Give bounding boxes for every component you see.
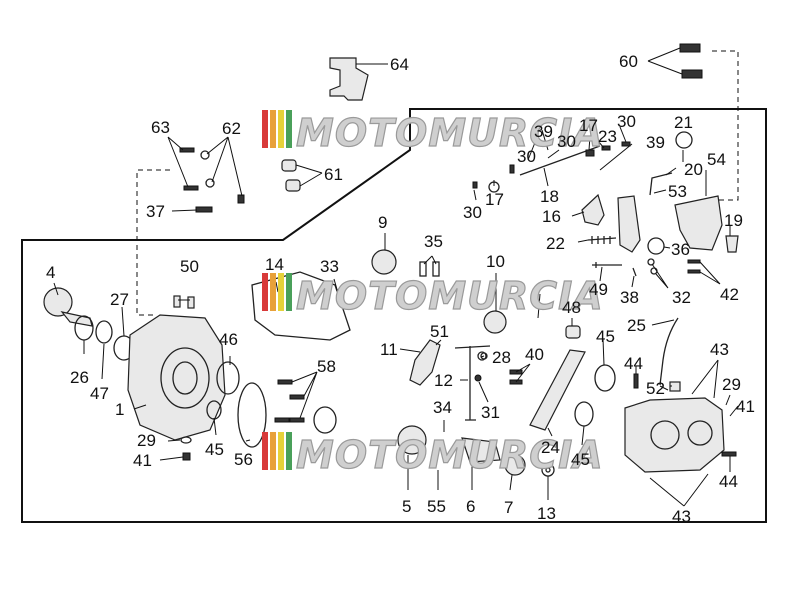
callout-53: 53 bbox=[668, 182, 687, 201]
callout-52: 52 bbox=[646, 379, 665, 398]
callout-62: 62 bbox=[222, 119, 241, 138]
watermark-2: MOTOMURCIA bbox=[262, 273, 604, 319]
callout-45: 45 bbox=[571, 450, 590, 469]
callout-5: 5 bbox=[402, 497, 411, 516]
callout-30: 30 bbox=[617, 112, 636, 131]
callout-29: 29 bbox=[137, 431, 156, 450]
callout-40: 40 bbox=[525, 345, 544, 364]
callout-18: 18 bbox=[540, 187, 559, 206]
callout-12: 12 bbox=[434, 371, 453, 390]
callout-35: 35 bbox=[424, 232, 443, 251]
callout-labels: 64 60 63 62 37 61 4 50 27 26 47 1 46 29 … bbox=[46, 52, 755, 526]
watermark-text-3: MOTOMURCIA bbox=[296, 433, 604, 477]
callout-20: 20 bbox=[684, 160, 703, 179]
callout-30: 30 bbox=[557, 132, 576, 151]
callout-43: 43 bbox=[710, 340, 729, 359]
callout-45: 45 bbox=[596, 327, 615, 346]
assembly-frame bbox=[21, 108, 767, 523]
callout-30: 30 bbox=[517, 147, 536, 166]
callout-48: 48 bbox=[562, 298, 581, 317]
callout-46: 46 bbox=[219, 330, 238, 349]
callout-45: 45 bbox=[205, 440, 224, 459]
leader-lines bbox=[53, 47, 739, 507]
callout-19: 19 bbox=[724, 211, 743, 230]
callout-28: 28 bbox=[492, 348, 511, 367]
watermark-1: MOTOMURCIA bbox=[262, 110, 604, 156]
guide-line-60 bbox=[712, 50, 739, 201]
callout-50: 50 bbox=[180, 257, 199, 276]
callout-4: 4 bbox=[46, 263, 55, 282]
callout-9: 9 bbox=[378, 213, 387, 232]
callout-47: 47 bbox=[90, 384, 109, 403]
callout-56: 56 bbox=[234, 450, 253, 469]
callout-61: 61 bbox=[324, 165, 343, 184]
callout-54: 54 bbox=[707, 150, 726, 169]
callout-37: 37 bbox=[146, 202, 165, 221]
guide-line-63 bbox=[136, 169, 170, 316]
callout-41: 41 bbox=[133, 451, 152, 470]
callout-25: 25 bbox=[627, 316, 646, 335]
callout-55: 55 bbox=[427, 497, 446, 516]
callout-58: 58 bbox=[317, 357, 336, 376]
callout-36: 36 bbox=[671, 240, 690, 259]
callout-64: 64 bbox=[390, 55, 409, 74]
callout-30: 30 bbox=[463, 203, 482, 222]
callout-11: 11 bbox=[380, 340, 398, 359]
callout-16: 16 bbox=[542, 207, 561, 226]
callout-49: 49 bbox=[589, 280, 608, 299]
callout-44: 44 bbox=[624, 354, 643, 373]
callout-43: 43 bbox=[672, 507, 691, 526]
callout-34: 34 bbox=[433, 398, 452, 417]
part-shapes bbox=[43, 43, 739, 477]
callout-21: 21 bbox=[674, 113, 693, 132]
watermark-text-1: MOTOMURCIA bbox=[296, 111, 604, 155]
callout-22: 22 bbox=[546, 234, 565, 253]
callout-24: 24 bbox=[541, 438, 560, 457]
callout-39: 39 bbox=[646, 133, 665, 152]
callout-39: 39 bbox=[534, 122, 553, 141]
callout-32: 32 bbox=[672, 288, 691, 307]
callout-41: 41 bbox=[736, 397, 755, 416]
callout-44: 44 bbox=[719, 472, 738, 491]
callout-27: 27 bbox=[110, 290, 129, 309]
watermark-3: MOTOMURCIA bbox=[262, 432, 604, 478]
callout-6: 6 bbox=[466, 497, 475, 516]
callout-51: 51 bbox=[430, 322, 449, 341]
callout-1: 1 bbox=[115, 400, 124, 419]
callout-23: 23 bbox=[598, 127, 617, 146]
callout-31: 31 bbox=[481, 403, 500, 422]
watermark-text-2: MOTOMURCIA bbox=[296, 274, 604, 318]
callout-60: 60 bbox=[619, 52, 638, 71]
callout-63: 63 bbox=[151, 118, 170, 137]
callout-26: 26 bbox=[70, 368, 89, 387]
callout-29: 29 bbox=[722, 375, 741, 394]
callout-33: 33 bbox=[320, 257, 339, 276]
callout-14: 14 bbox=[265, 255, 284, 274]
callout-42: 42 bbox=[720, 285, 739, 304]
callout-13: 13 bbox=[537, 504, 556, 523]
callout-10: 10 bbox=[486, 252, 505, 271]
callout-17: 17 bbox=[579, 116, 598, 135]
callout-17: 17 bbox=[485, 190, 504, 209]
callout-38: 38 bbox=[620, 288, 639, 307]
callout-7: 7 bbox=[504, 498, 513, 517]
